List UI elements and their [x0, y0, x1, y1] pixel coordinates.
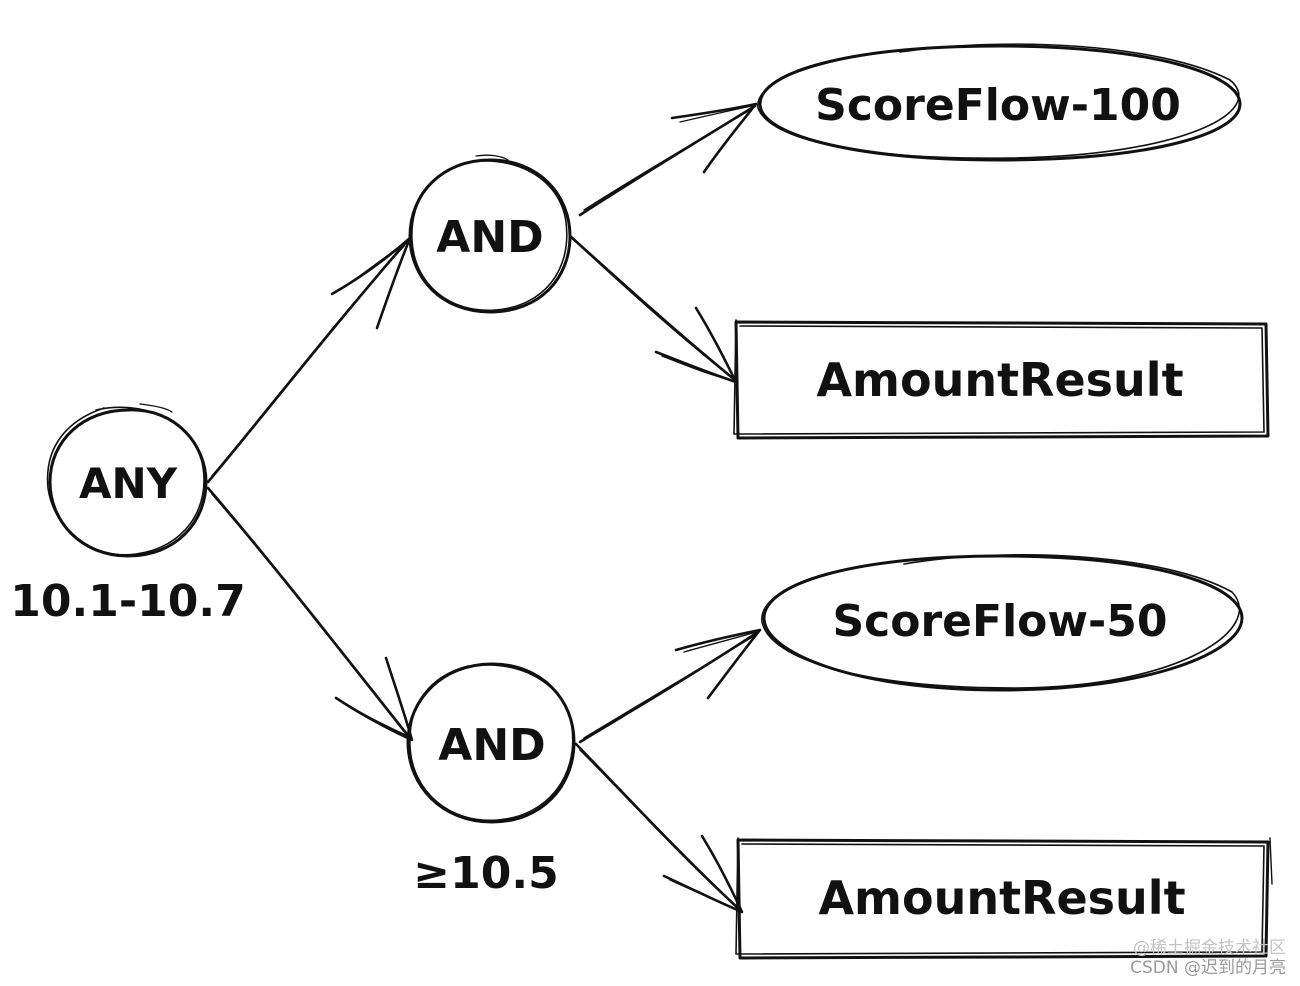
node-scoreflow-50: [761, 554, 1244, 692]
edge-and-top-to-amount-result-top: [568, 234, 738, 384]
node-any: [46, 403, 208, 558]
edge-any-to-and-top: [206, 236, 412, 484]
edge-and-bottom-to-amount-result-bottom: [574, 742, 744, 914]
node-amount-result-bottom-label: AmountResult: [818, 871, 1185, 925]
node-amount-result-top: [733, 319, 1270, 440]
watermark: @稀土掘金技术社区 CSDN @迟到的月亮: [1130, 938, 1286, 978]
node-scoreflow-100: [757, 43, 1242, 162]
watermark-line-1: @稀土掘金技术社区: [1133, 938, 1286, 958]
node-and-top-label: AND: [436, 212, 543, 263]
node-amount-result-bottom: [735, 837, 1273, 960]
node-scoreflow-50-label: ScoreFlow-50: [832, 596, 1167, 647]
watermark-line-2: CSDN @迟到的月亮: [1130, 958, 1286, 978]
and-bottom-condition-annotation: ≥10.5: [413, 848, 558, 899]
node-and-bottom-label: AND: [438, 720, 545, 771]
edge-and-top-to-scoreflow-100: [578, 102, 758, 217]
node-and-bottom: [406, 662, 576, 824]
node-any-label: ANY: [79, 459, 178, 508]
node-amount-result-top-label: AmountResult: [816, 353, 1183, 407]
edge-any-to-and-bottom: [206, 486, 414, 742]
node-scoreflow-100-label: ScoreFlow-100: [815, 80, 1181, 131]
edge-and-bottom-to-scoreflow-50: [578, 628, 762, 744]
any-range-annotation: 10.1-10.7: [10, 576, 245, 627]
node-and-top: [408, 154, 572, 314]
